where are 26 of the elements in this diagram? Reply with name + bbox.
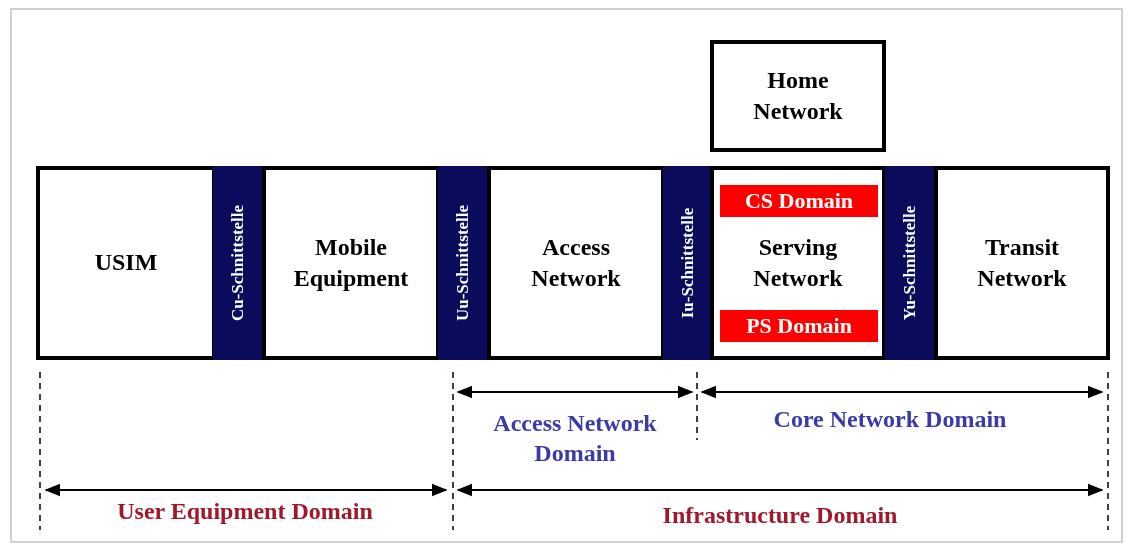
box-label: USIM [94, 248, 158, 278]
network-box [710, 40, 886, 152]
domain-name: Access Network Domain [492, 409, 658, 468]
interface-band [438, 166, 488, 360]
network-box [487, 166, 665, 360]
interface-label: Cu-Schnittstelle [228, 204, 248, 322]
domain-label: CS Domain [720, 185, 878, 217]
domain-name: User Equipment Domain [116, 497, 374, 526]
box-label: Access Network [530, 232, 622, 293]
domain-label: PS Domain [720, 310, 878, 342]
network-box [262, 166, 440, 360]
box-label: Transit Network [976, 232, 1068, 293]
domain-name: Infrastructure Domain [661, 501, 899, 530]
box-label: Home Network [752, 65, 844, 126]
box-label: Serving Network [752, 232, 844, 293]
network-box [934, 166, 1110, 360]
interface-band [885, 166, 935, 360]
interface-band [663, 166, 713, 360]
network-box [710, 166, 886, 360]
box-label: Mobile Equipment [292, 232, 410, 293]
interface-label: Yu-Schnittstelle [900, 205, 920, 321]
interface-label: Iu-Schnittstelle [678, 207, 698, 319]
interface-band [213, 166, 263, 360]
network-box [36, 166, 216, 360]
domain-name: Core Network Domain [772, 405, 1008, 434]
interface-label: Uu-Schnittstelle [453, 204, 473, 322]
